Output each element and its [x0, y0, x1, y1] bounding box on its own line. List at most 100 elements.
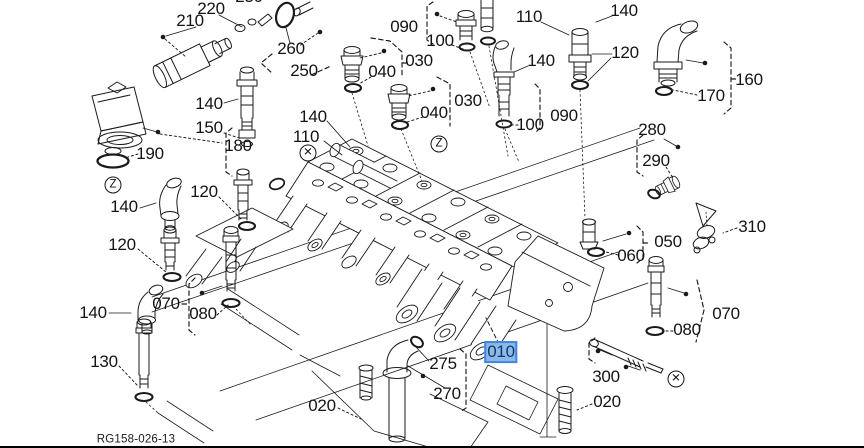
part-label-220[interactable]: 220	[197, 0, 225, 19]
part-label-010[interactable]: 010	[484, 341, 518, 363]
part-label-070[interactable]: 070	[712, 304, 740, 324]
leader-010	[485, 317, 500, 345]
part-label-230[interactable]: 230	[235, 0, 263, 6]
part-label-210[interactable]: 210	[176, 11, 204, 31]
part-label-180[interactable]: 180	[224, 136, 252, 156]
o-ring-040-b	[390, 119, 410, 131]
bolt-020-right	[556, 386, 574, 434]
part-label-270[interactable]: 270	[433, 384, 461, 404]
fitting-120-a	[233, 168, 253, 221]
fitting-220	[234, 13, 273, 32]
part-label-170[interactable]: 170	[697, 86, 725, 106]
fitting-180	[91, 81, 147, 155]
solenoid-210	[152, 37, 232, 89]
part-label-090[interactable]: 090	[550, 106, 578, 126]
end-plate	[507, 235, 605, 332]
o-ring-060	[586, 246, 606, 258]
part-label-140[interactable]: 140	[527, 51, 555, 71]
o-ring-290	[647, 188, 661, 200]
part-label-150[interactable]: 150	[195, 118, 223, 138]
part-label-050[interactable]: 050	[654, 232, 682, 252]
figure-code: RG158-026-13	[96, 433, 176, 446]
top-left-cylinders	[268, 142, 398, 191]
fitting-310	[692, 202, 717, 254]
centerlines	[145, 45, 586, 414]
fittings	[91, 0, 717, 443]
fitting-120-c	[568, 28, 592, 81]
part-label-260[interactable]: 260	[277, 39, 305, 59]
elbow-270	[382, 339, 419, 443]
part-label-040[interactable]: 040	[420, 103, 448, 123]
part-label-130[interactable]: 130	[90, 352, 118, 372]
elbow-140-a	[159, 177, 182, 231]
o-ring-040-a	[343, 82, 363, 94]
part-label-280[interactable]: 280	[638, 120, 666, 140]
part-label-060[interactable]: 060	[617, 246, 645, 266]
leader-dots	[155, 11, 708, 379]
fitting-090-a	[455, 10, 477, 41]
part-label-275[interactable]: 275	[429, 354, 457, 374]
section-marker-z: Z	[104, 176, 122, 194]
o-ring-275	[410, 335, 424, 349]
part-label-140[interactable]: 140	[195, 94, 223, 114]
part-label-190[interactable]: 190	[136, 144, 164, 164]
o-ring-100-b	[495, 119, 513, 129]
part-label-070[interactable]: 070	[152, 294, 180, 314]
leader-lines	[108, 14, 704, 389]
part-label-140[interactable]: 140	[299, 107, 327, 127]
part-label-140[interactable]: 140	[110, 197, 138, 217]
fitting-030-b	[387, 84, 411, 121]
part-label-090[interactable]: 090	[390, 17, 418, 37]
o-ring-080-a	[221, 297, 241, 309]
part-label-290[interactable]: 290	[642, 151, 670, 171]
fitting-070-b	[647, 256, 665, 318]
part-label-040[interactable]: 040	[368, 62, 396, 82]
part-label-140[interactable]: 140	[610, 1, 638, 21]
rod-300	[589, 338, 664, 374]
fitting-150	[236, 66, 258, 147]
part-label-120[interactable]: 120	[190, 182, 218, 202]
o-ring-120-a	[237, 220, 257, 232]
elbow-160	[653, 20, 699, 87]
elbow-140-c	[492, 40, 515, 117]
base-plates	[299, 286, 559, 448]
part-label-310[interactable]: 310	[738, 217, 766, 237]
left-end-section	[185, 207, 294, 289]
part-label-120[interactable]: 120	[611, 43, 639, 63]
fitting-050	[579, 218, 599, 250]
part-label-030[interactable]: 030	[405, 51, 433, 71]
dotted-leaders	[118, 15, 738, 420]
part-label-020[interactable]: 020	[593, 392, 621, 412]
fitting-120-b	[160, 226, 180, 271]
o-ring-110-a	[480, 36, 496, 46]
fitting-130	[135, 318, 153, 389]
part-label-100[interactable]: 100	[516, 115, 544, 135]
o-ring-260	[274, 1, 296, 29]
o-ring-130	[134, 391, 154, 403]
section-marker-z: Z	[430, 135, 448, 153]
fitting-070-a	[222, 226, 240, 292]
part-label-140[interactable]: 140	[79, 303, 107, 323]
part-label-020[interactable]: 020	[308, 396, 336, 416]
part-label-100[interactable]: 100	[426, 31, 454, 51]
o-ring-080-b	[645, 325, 665, 337]
part-label-250[interactable]: 250	[290, 61, 318, 81]
part-label-110[interactable]: 110	[292, 127, 320, 147]
group-brackets	[181, 1, 739, 413]
part-label-120[interactable]: 120	[108, 235, 136, 255]
page-bottom-border	[0, 445, 864, 448]
bolt-020-left	[358, 364, 374, 401]
part-label-300[interactable]: 300	[592, 367, 620, 387]
o-ring-190	[96, 153, 130, 169]
part-label-080[interactable]: 080	[673, 320, 701, 340]
part-label-160[interactable]: 160	[735, 70, 763, 90]
part-label-110[interactable]: 110	[515, 7, 543, 27]
fitting-110-a	[480, 0, 494, 33]
front-band-details	[312, 179, 492, 271]
valve-block	[185, 138, 605, 361]
crossed-circle-marker: ✕	[299, 144, 317, 162]
part-label-030[interactable]: 030	[454, 91, 482, 111]
part-label-080[interactable]: 080	[189, 304, 217, 324]
